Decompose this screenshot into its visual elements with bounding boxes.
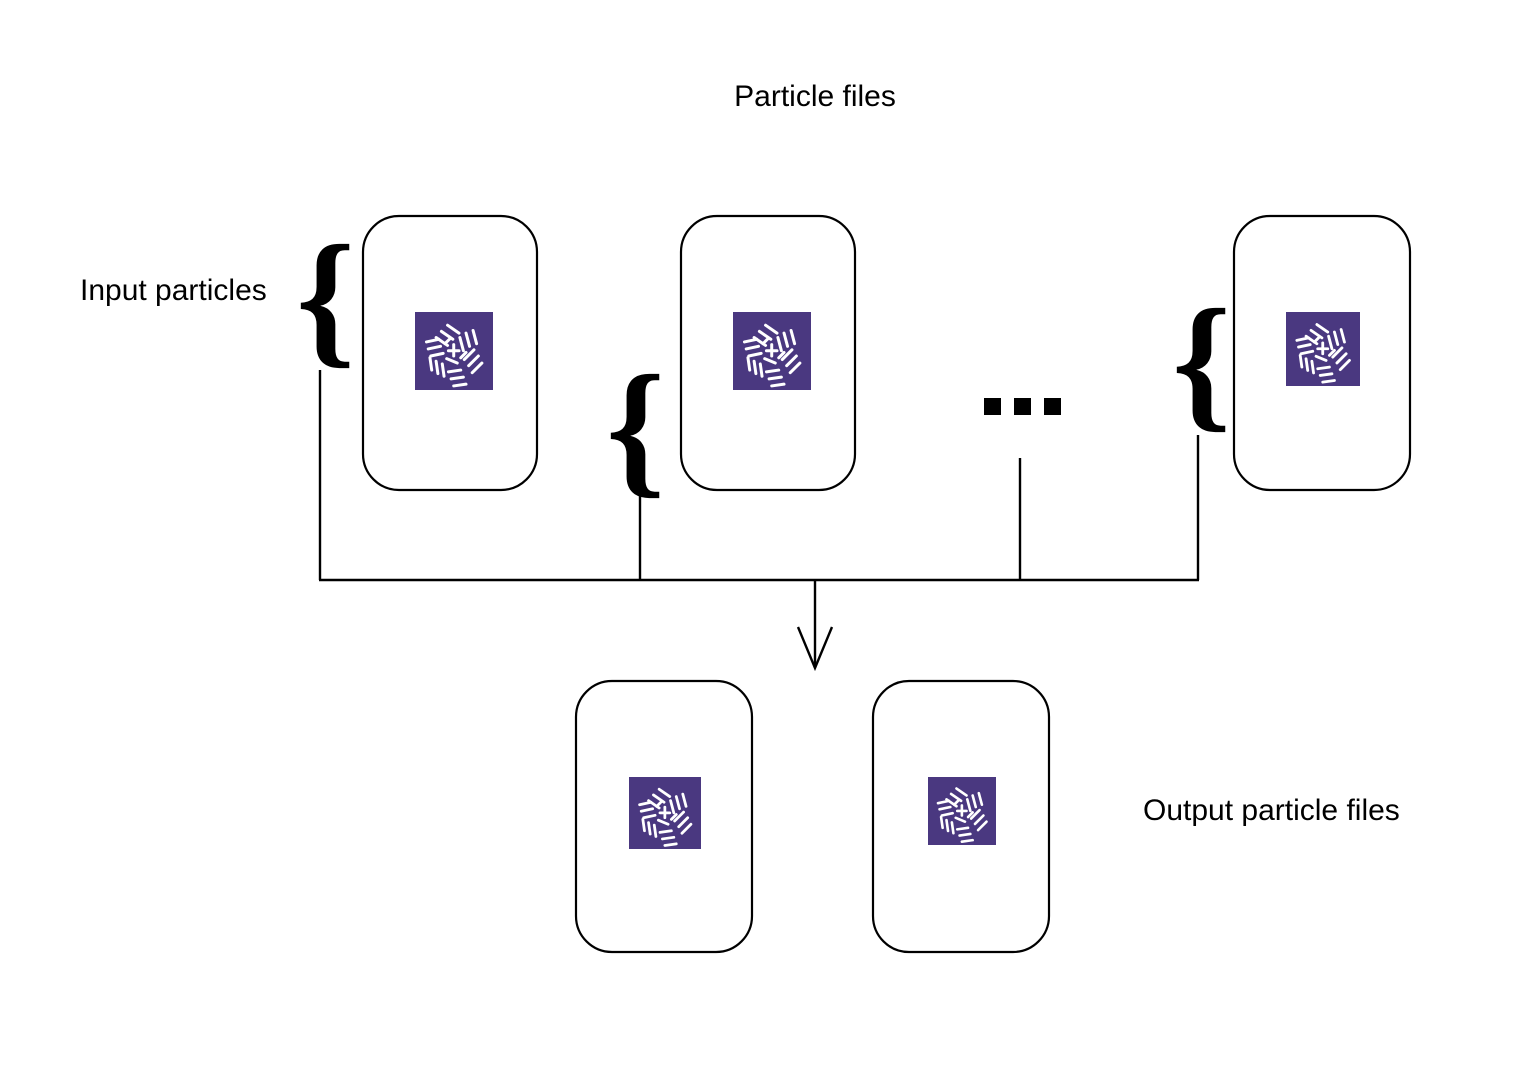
input-particle-file-1[interactable] — [361, 214, 539, 492]
input-particles-label: Input particles — [80, 274, 267, 307]
input-particle-file-n[interactable] — [1232, 214, 1412, 492]
output-particle-file-1[interactable] — [574, 679, 754, 954]
merge-arrow-down — [796, 580, 834, 672]
output-particle-files-label: Output particle files — [1143, 794, 1400, 827]
particle-stack-icon — [1286, 312, 1360, 386]
particle-stack-icon — [928, 777, 996, 845]
brace-input-1: { — [296, 215, 355, 381]
brace-input-n: { — [1172, 279, 1231, 445]
merge-junction-bar — [318, 370, 1200, 582]
particle-stack-icon — [629, 777, 701, 849]
ellipsis-dots — [984, 398, 1061, 415]
ellipsis-dot-1 — [984, 398, 1001, 415]
arrow-head-icon — [796, 626, 834, 672]
ellipsis-dot-2 — [1014, 398, 1031, 415]
particle-stack-icon — [733, 312, 811, 390]
page-title: Particle files — [734, 80, 896, 113]
particle-stack-icon — [415, 312, 493, 390]
input-particle-file-2[interactable] — [679, 214, 857, 492]
ellipsis-dot-3 — [1044, 398, 1061, 415]
output-particle-file-2[interactable] — [871, 679, 1051, 954]
brace-input-2: { — [606, 345, 665, 511]
